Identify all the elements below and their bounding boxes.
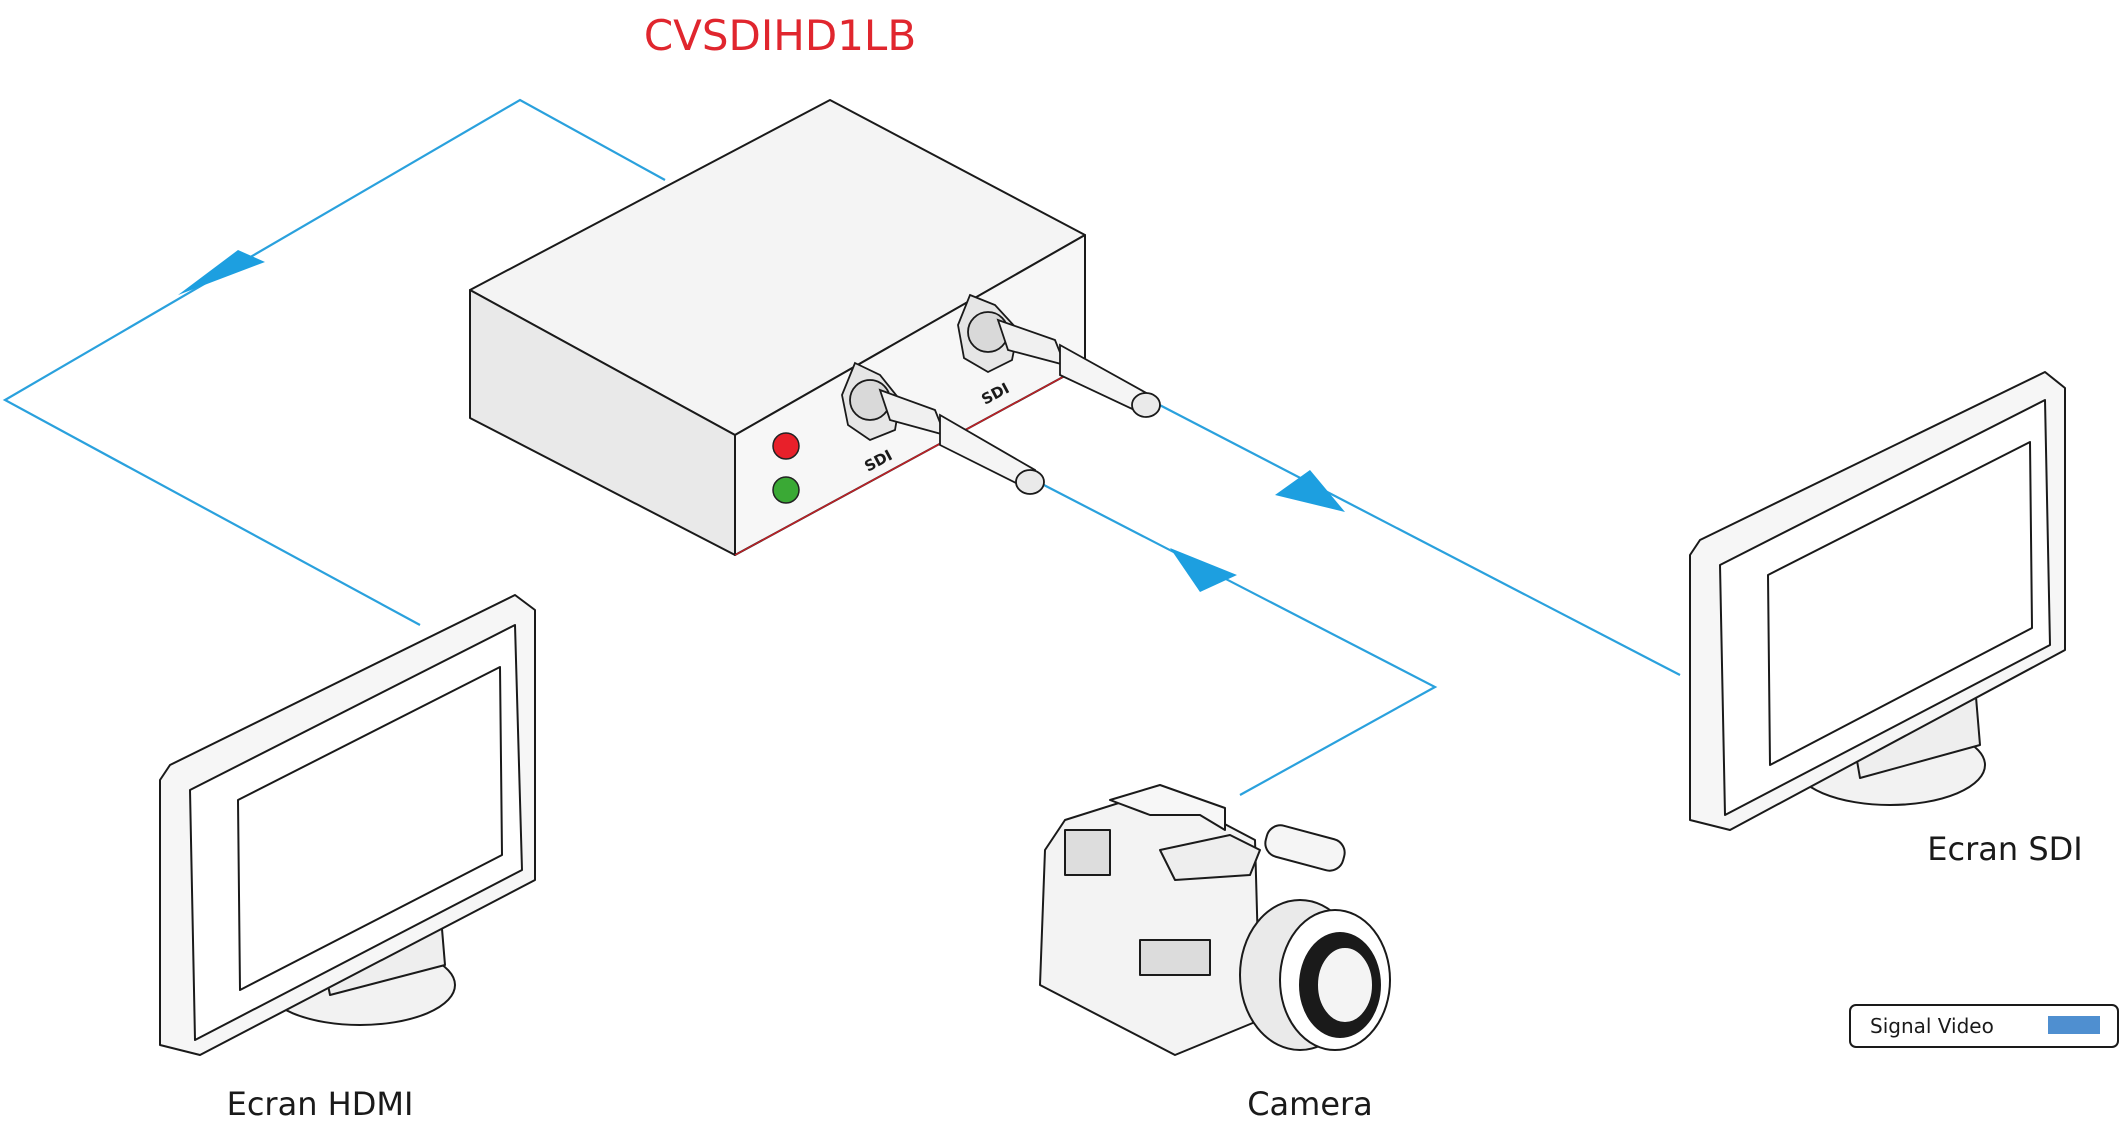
camera-panel [1064, 829, 1111, 876]
camera-top-handle [1109, 784, 1226, 831]
hdmi-monitor [159, 594, 536, 1056]
signal-line-camera-in [1039, 482, 1438, 796]
legend-swatch [2048, 1016, 2100, 1034]
monitor-screen [237, 666, 503, 991]
label-hdmi-screen: Ecran HDMI [227, 1085, 414, 1123]
bnc-tip-icon [1131, 392, 1161, 418]
signal-lines [2, 98, 1681, 796]
bnc-tip-icon [1015, 469, 1045, 495]
bnc-connector-left[interactable]: SDI [841, 361, 1045, 495]
device-title: CVSDIHD1LB [644, 11, 916, 60]
camera-lens-highlight [1316, 946, 1374, 1024]
signal-arrows [178, 250, 1345, 592]
label-camera: Camera [1247, 1085, 1373, 1123]
camera-side-panel [1139, 939, 1211, 976]
monitor-screen [1767, 441, 2033, 766]
signal-line-hdmi [2, 98, 666, 626]
green-led-icon [772, 476, 800, 504]
sdi-monitor [1689, 371, 2066, 831]
legend-text: Signal Video [1870, 1014, 1994, 1038]
camera-viewfinder [1159, 834, 1261, 881]
camera-icon [1039, 784, 1391, 1056]
arrow-sdi-out [1275, 470, 1345, 512]
red-led-icon [772, 432, 800, 460]
signal-line-sdi-out [1149, 399, 1681, 676]
camera-mic [1264, 824, 1346, 872]
box-bottom-edge [734, 364, 1086, 556]
bnc-connector-right[interactable]: SDI [957, 293, 1161, 418]
arrow-camera-in [1170, 548, 1237, 592]
label-sdi-screen: Ecran SDI [1927, 830, 2082, 868]
legend: Signal Video [1849, 1004, 2119, 1048]
legend-box [1849, 1004, 2119, 1048]
arrow-hdmi [178, 250, 265, 295]
